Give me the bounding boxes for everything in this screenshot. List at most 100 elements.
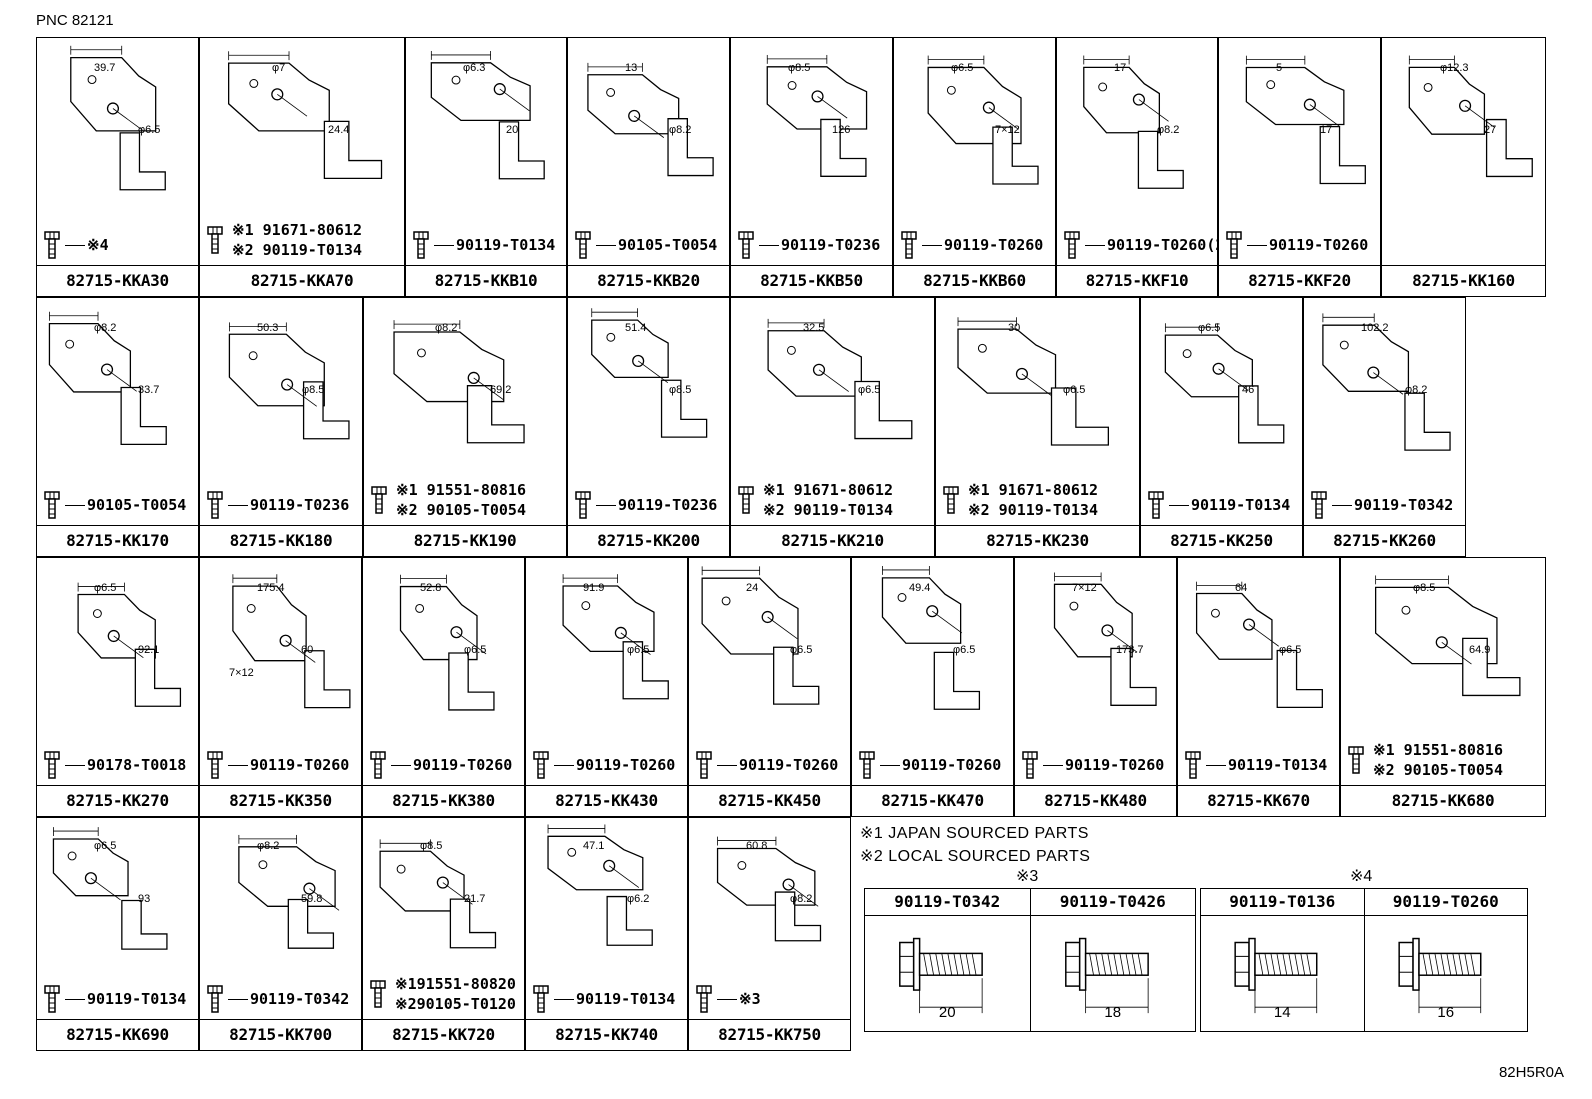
part-number[interactable]: 82715-KKA70: [200, 265, 404, 296]
part-number[interactable]: 82715-KK250: [1141, 525, 1302, 556]
bolt-icon: [1148, 491, 1164, 519]
bolt-icon: [413, 231, 429, 259]
bolt-column: 90119-T0136 14: [1201, 889, 1365, 1031]
part-number[interactable]: 82715-KK270: [37, 785, 198, 816]
part-number[interactable]: 82715-KK740: [526, 1019, 687, 1050]
bolt-number: 90119-T0260: [250, 756, 350, 774]
bracket-drawing-icon: [399, 574, 495, 711]
bracket-drawing-icon: [1374, 575, 1521, 697]
part-drawing: [200, 818, 361, 1020]
part-number[interactable]: 82715-KK200: [568, 525, 729, 556]
bolt-length: 16: [1437, 1004, 1455, 1021]
bolt-number: ※4: [87, 236, 109, 254]
bolt-part-number[interactable]: 90119-T0426: [1030, 889, 1195, 916]
bracket-drawing-icon: [547, 824, 653, 946]
part-number[interactable]: 82715-KK260: [1304, 525, 1465, 556]
bolt-icon: [738, 231, 754, 259]
part-number[interactable]: 82715-KK470: [852, 785, 1013, 816]
part-number[interactable]: 82715-KK450: [689, 785, 850, 816]
part-number[interactable]: 82715-KK230: [936, 525, 1139, 556]
bolt-part-number[interactable]: 90119-T0342: [865, 889, 1030, 916]
part-number[interactable]: 82715-KK170: [37, 525, 198, 556]
part-drawing: [200, 38, 404, 266]
part-number[interactable]: 82715-KK480: [1015, 785, 1176, 816]
bolt-number: 90119-T0236: [250, 496, 350, 514]
bolt-callout: 90119-T0134: [41, 984, 186, 1014]
bolt-icon: [207, 751, 223, 779]
part-number[interactable]: 82715-KK180: [200, 525, 362, 556]
legend-japan: ※1 JAPAN SOURCED PARTS: [860, 825, 1089, 842]
bolt-number: 90119-T0134: [1228, 756, 1328, 774]
part-number[interactable]: 82715-KKB10: [406, 265, 566, 296]
bolt-callout: 90119-T0236: [572, 490, 717, 520]
part-number[interactable]: 82715-KKB60: [894, 265, 1055, 296]
part-drawing: [1219, 38, 1380, 266]
dimension-label: 49.4: [909, 582, 931, 594]
bracket-drawing-icon: [881, 566, 981, 710]
bolt-number: 90119-T0260: [902, 756, 1002, 774]
dimension-label: 5: [1276, 62, 1283, 74]
bolt-number: 90119-T0134: [576, 990, 676, 1008]
bracket-drawing-icon: [238, 834, 340, 949]
bolt-callout: 90119-T0260: [530, 750, 675, 780]
dimension-label: φ8.2: [1405, 384, 1428, 396]
bracket-drawing-icon: [77, 582, 182, 707]
part-number[interactable]: 82715-KK720: [363, 1019, 524, 1050]
part-drawing: [689, 558, 850, 786]
dimension-label: 175.4: [257, 582, 285, 594]
dimension-label: 93: [138, 893, 151, 905]
bolt-callout: 90119-T0236: [204, 490, 349, 520]
bolt-number: 90105-T0054: [87, 496, 187, 514]
part-drawing: [406, 38, 566, 266]
bolt-callout: 90119-T0134: [1182, 750, 1327, 780]
bolt-part-number[interactable]: 90119-T0136: [1201, 889, 1364, 916]
part-number[interactable]: 82715-KK680: [1341, 785, 1545, 816]
part-drawing: [363, 558, 524, 786]
dimension-label: 60.8: [746, 840, 768, 852]
dimension-label: 17: [1114, 62, 1127, 74]
part-number[interactable]: 82715-KK190: [364, 525, 566, 556]
part-number[interactable]: 82715-KK670: [1178, 785, 1339, 816]
part-number[interactable]: 82715-KKB20: [568, 265, 729, 296]
bolt-callout: ※4: [41, 230, 109, 260]
part-number[interactable]: 82715-KK700: [200, 1019, 361, 1050]
part-number[interactable]: 82715-KKA30: [37, 265, 198, 296]
bolt-icon: [696, 751, 712, 779]
bracket-drawing-icon: [587, 62, 714, 177]
part-number[interactable]: 82715-KK210: [731, 525, 934, 556]
dimension-label: 21.7: [464, 893, 486, 905]
part-drawing: [526, 558, 687, 786]
bolt-number: 90119-T0260: [576, 756, 676, 774]
bolt-column: 90119-T0426 18: [1030, 889, 1195, 1031]
bolt-number: 90119-T0236: [618, 496, 718, 514]
part-number[interactable]: 82715-KK350: [200, 785, 361, 816]
part-drawing: [1304, 298, 1465, 526]
bolt-part-number[interactable]: 90119-T0260: [1364, 889, 1527, 916]
part-number[interactable]: 82715-KKB50: [731, 265, 892, 296]
bracket-drawing-icon: [393, 320, 525, 444]
bolt-number: 90119-T0260: [413, 756, 513, 774]
part-number[interactable]: 82715-KK430: [526, 785, 687, 816]
bolt-group-title: ※4: [1350, 868, 1373, 885]
part-number[interactable]: 82715-KKF10: [1057, 265, 1217, 296]
dimension-label: φ6.5: [94, 840, 117, 852]
part-number[interactable]: 82715-KK690: [37, 1019, 198, 1050]
bracket-drawing-icon: [927, 55, 1039, 185]
part-number[interactable]: 82715-KK750: [689, 1019, 850, 1050]
dimension-label: 32.5: [803, 322, 825, 334]
dimension-label: 7×12: [995, 124, 1020, 136]
part-number[interactable]: 82715-KK160: [1382, 265, 1545, 296]
pnc-label: PNC 82121: [36, 12, 114, 29]
dimension-label: φ6.3: [463, 62, 486, 74]
bolt-number: 90119-T0342: [250, 990, 350, 1008]
part-number[interactable]: 82715-KK380: [363, 785, 524, 816]
part-number[interactable]: 82715-KKF20: [1219, 265, 1380, 296]
part-drawing: [731, 38, 892, 266]
